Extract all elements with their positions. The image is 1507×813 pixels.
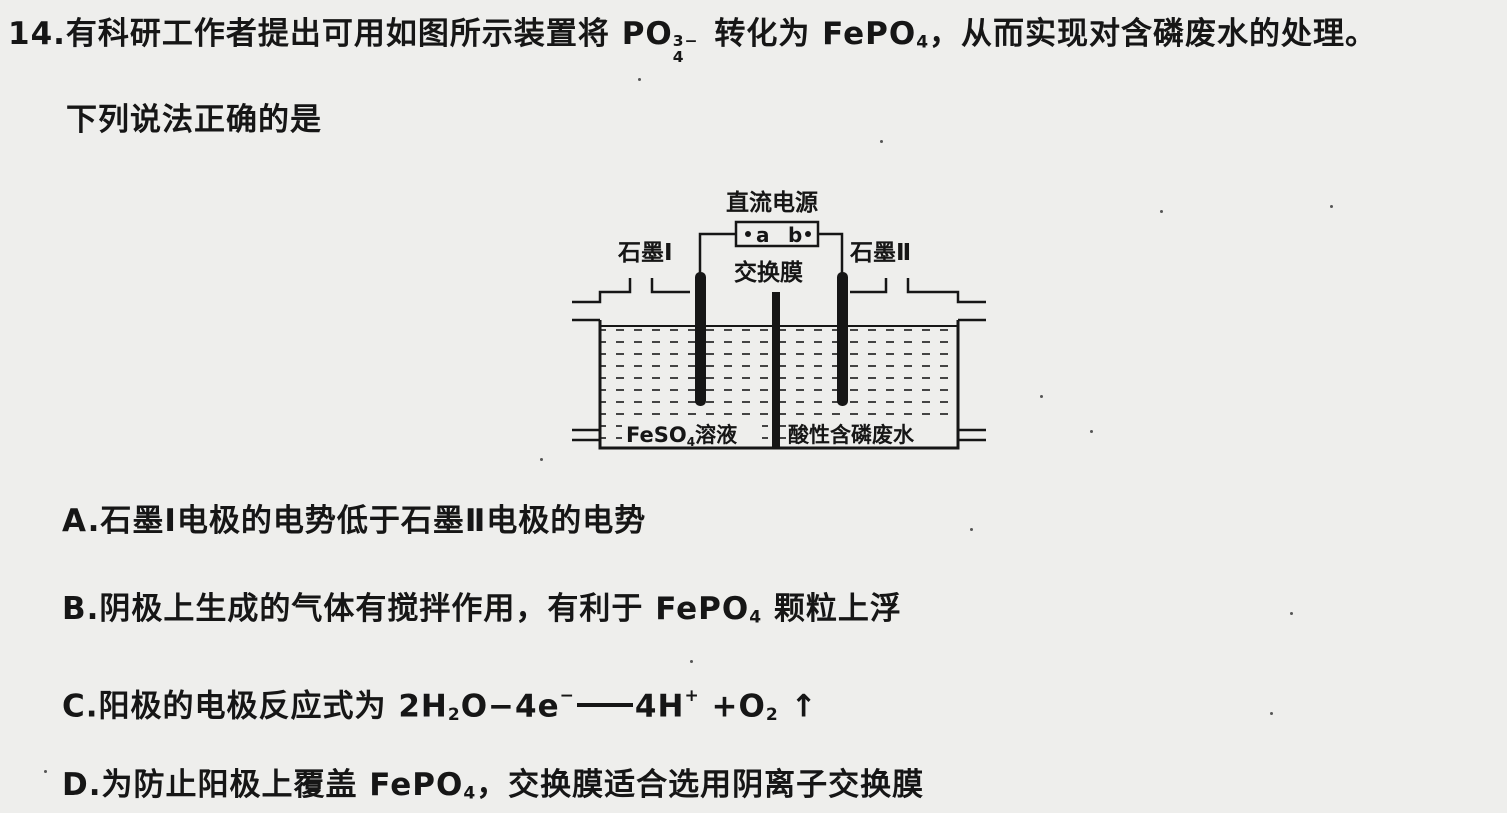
- option-a-letter: A.: [62, 503, 101, 539]
- right-solution-label-bg: [786, 420, 952, 446]
- gas-arrow: ↑: [778, 688, 818, 725]
- graphite-electrode-1: [695, 272, 706, 406]
- stem-text-1: 有科研工作者提出可用如图所示装置将 PO: [65, 16, 673, 52]
- scan-speck: [690, 660, 693, 663]
- scan-speck: [1160, 210, 1163, 213]
- terminal-b-label: b: [788, 223, 802, 247]
- electrolysis-diagram: 直流电源 a b 石墨Ⅰ 石墨Ⅱ 交换膜: [560, 180, 1000, 460]
- terminal-a-label: a: [756, 223, 770, 247]
- option-a-text: 石墨Ⅰ电极的电势低于石墨Ⅱ电极的电势: [100, 503, 647, 539]
- question-number: 14.: [8, 16, 66, 52]
- option-d-text-2: ，交换膜适合选用阴离子交换膜: [476, 767, 925, 803]
- scan-speck: [638, 78, 641, 81]
- left-solution-label-bg: [622, 420, 762, 446]
- option-d-letter: D.: [62, 767, 102, 803]
- phosphate-ion-marks: 3−4: [673, 34, 699, 65]
- scan-speck: [880, 140, 883, 143]
- option-c-h2o-subscript: 2: [447, 704, 461, 725]
- right-lid: [850, 278, 888, 294]
- option-b-subscript: 4: [749, 607, 763, 628]
- electrode-left-label: 石墨Ⅰ: [617, 240, 673, 266]
- terminal-b-dot: [805, 231, 811, 237]
- left-outlet: [572, 278, 632, 304]
- option-b-text-2: 颗粒上浮: [762, 591, 902, 627]
- option-b-letter: B.: [62, 591, 100, 627]
- option-c-text-2: O−4e: [460, 688, 560, 725]
- option-d-subscript: 4: [463, 783, 477, 804]
- option-c-electron-charge: −: [559, 686, 575, 706]
- option-d[interactable]: D.为防止阳极上覆盖 FePO4，交换膜适合选用阴离子交换膜: [62, 765, 924, 813]
- scan-speck: [1290, 612, 1293, 615]
- electrode-right-label: 石墨Ⅱ: [849, 240, 911, 266]
- phosphate-charge: 3−: [672, 32, 699, 51]
- left-solution-label: FeSO4溶液: [626, 423, 737, 449]
- phosphate-subscript: 4: [672, 47, 685, 66]
- fepo4-subscript: 4: [916, 32, 930, 53]
- exchange-membrane: [772, 292, 780, 448]
- scan-speck: [1330, 205, 1333, 208]
- left-solution-formula: FeSO: [626, 423, 687, 447]
- left-solution-subscript: 4: [687, 435, 695, 449]
- left-solution-name: 溶液: [695, 423, 737, 447]
- option-c-product-2: +O: [699, 688, 766, 725]
- left-lid: [650, 278, 690, 294]
- right-wire: [818, 232, 844, 280]
- graphite-electrode-2: [837, 272, 848, 406]
- option-b[interactable]: B.阴极上生成的气体有搅拌作用，有利于 FePO4 颗粒上浮: [62, 589, 902, 637]
- scan-speck: [1090, 430, 1093, 433]
- stem-text-3: ，从而实现对含磷废水的处理。: [929, 16, 1378, 52]
- option-a[interactable]: A.石墨Ⅰ电极的电势低于石墨Ⅱ电极的电势: [62, 501, 646, 541]
- left-wire: [698, 232, 736, 280]
- option-c-o2-subscript: 2: [765, 704, 779, 725]
- option-c-letter: C.: [62, 688, 99, 725]
- membrane-label: 交换膜: [734, 259, 803, 286]
- option-b-text-1: 阴极上生成的气体有搅拌作用，有利于 FePO: [99, 591, 750, 627]
- option-c-h-charge: +: [684, 686, 700, 706]
- scan-speck: [970, 528, 973, 531]
- right-solution-label: 酸性含磷废水: [788, 423, 915, 447]
- option-c-product-1: 4H: [634, 688, 685, 725]
- equation-sign: [576, 703, 633, 708]
- scan-speck: [1040, 395, 1043, 398]
- stem-text-2: 转化为 FePO: [702, 16, 917, 52]
- power-supply-label: 直流电源: [726, 189, 818, 216]
- scan-speck: [1270, 712, 1273, 715]
- terminal-a-dot: [745, 231, 751, 237]
- option-c-text-1: 阳极的电极反应式为 2H: [98, 688, 448, 725]
- option-c[interactable]: C.阳极的电极反应式为 2H2O−4e−4H+ +O2 ↑: [62, 676, 817, 735]
- right-outlet: [906, 278, 986, 304]
- scan-speck: [44, 770, 47, 773]
- electrolysis-cell-svg: 直流电源 a b 石墨Ⅰ 石墨Ⅱ 交换膜: [572, 189, 986, 450]
- option-d-text-1: 为防止阳极上覆盖 FePO: [101, 767, 464, 803]
- question-prompt: 下列说法正确的是: [66, 102, 322, 138]
- scan-speck: [540, 458, 543, 461]
